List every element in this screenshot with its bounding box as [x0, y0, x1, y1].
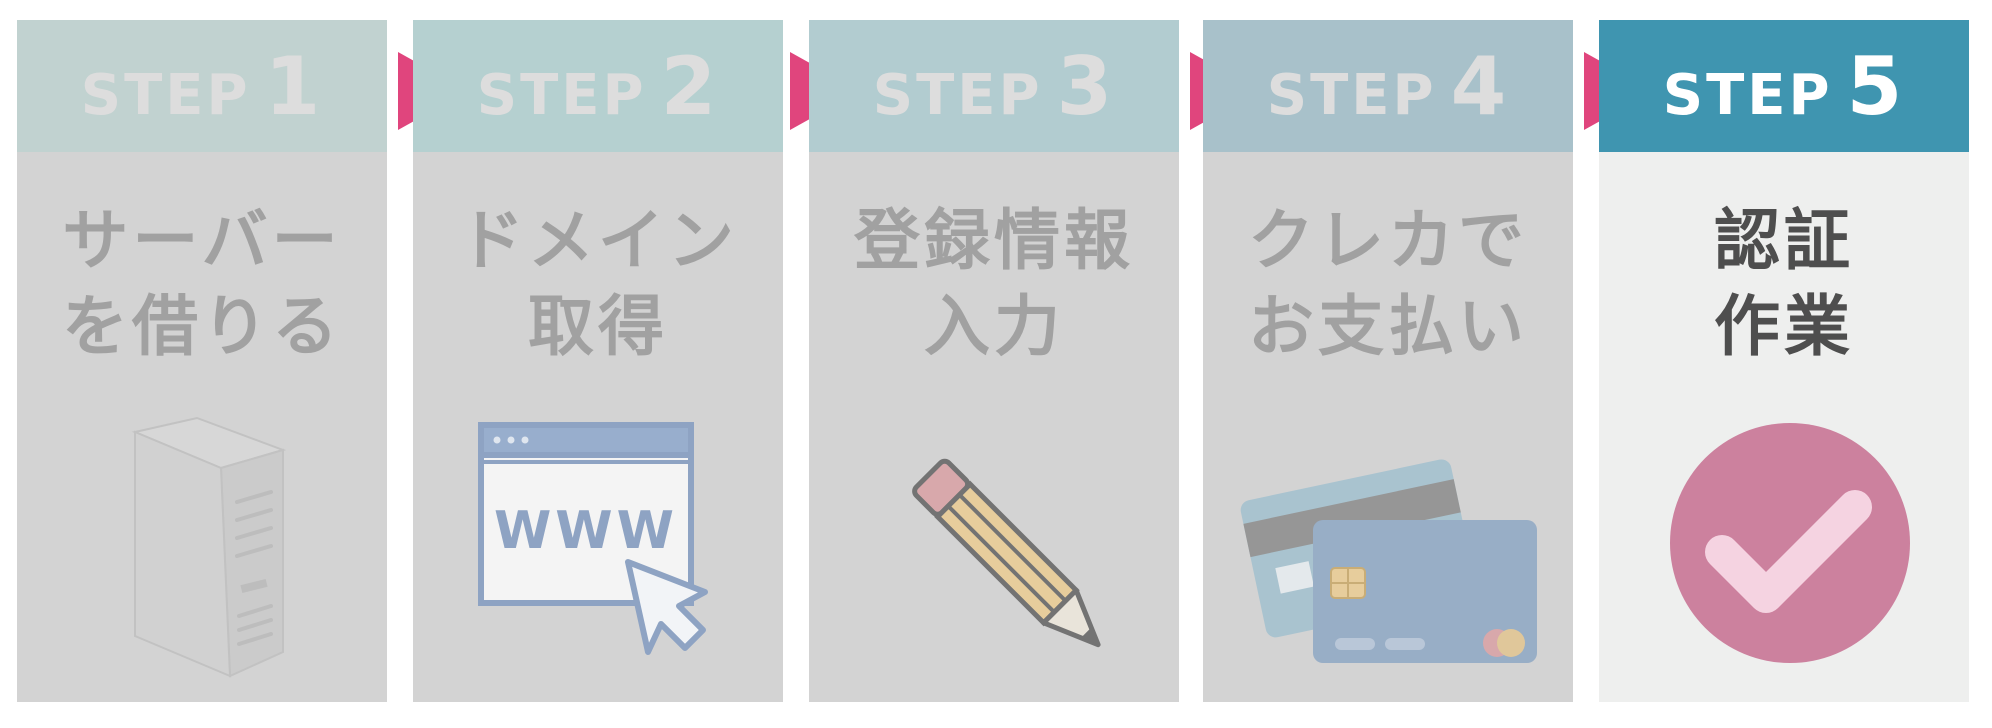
step-5-label: STEP — [1662, 62, 1833, 128]
step-2-title: ドメイン 取得 — [458, 202, 738, 365]
step-1-label: STEP — [80, 62, 251, 128]
step-3-panel: STEP 3 登録情報 入力 — [809, 20, 1179, 702]
step-3-label: STEP — [872, 62, 1043, 128]
step-1-panel: STEP 1 サーバー を借りる — [17, 20, 387, 702]
step-1-title: サーバー を借りる — [62, 202, 342, 365]
step-2-label: STEP — [476, 62, 647, 128]
step-4-panel: STEP 4 クレカで お支払い — [1203, 20, 1573, 702]
check-circle-icon — [1670, 423, 1910, 663]
www-label: WWW — [494, 501, 678, 561]
step-4-label: STEP — [1266, 62, 1437, 128]
step-3-number: 3 — [1056, 39, 1116, 133]
step-3-header: STEP 3 — [809, 20, 1179, 152]
step-3-title: 登録情報 入力 — [854, 202, 1134, 365]
step-5-title: 認証 作業 — [1714, 202, 1854, 365]
step-1-number: 1 — [264, 39, 324, 133]
step-4-header: STEP 4 — [1203, 20, 1573, 152]
step-1-header: STEP 1 — [17, 20, 387, 152]
step-5-number: 5 — [1846, 39, 1906, 133]
credit-card-icon — [1240, 459, 1537, 663]
step-4-number: 4 — [1450, 39, 1510, 133]
pencil-icon — [912, 458, 1101, 648]
step-4-title: クレカで お支払い — [1248, 202, 1528, 365]
server-icon — [131, 416, 287, 678]
step-2-number: 2 — [660, 39, 720, 133]
step-2-header: STEP 2 — [413, 20, 783, 152]
browser-www-icon: WWW — [478, 422, 708, 655]
step-2-panel: STEP 2 ドメイン 取得 WWW — [413, 20, 783, 702]
step-5-panel: STEP 5 認証 作業 — [1599, 20, 1969, 702]
step-5-header: STEP 5 — [1599, 20, 1969, 152]
